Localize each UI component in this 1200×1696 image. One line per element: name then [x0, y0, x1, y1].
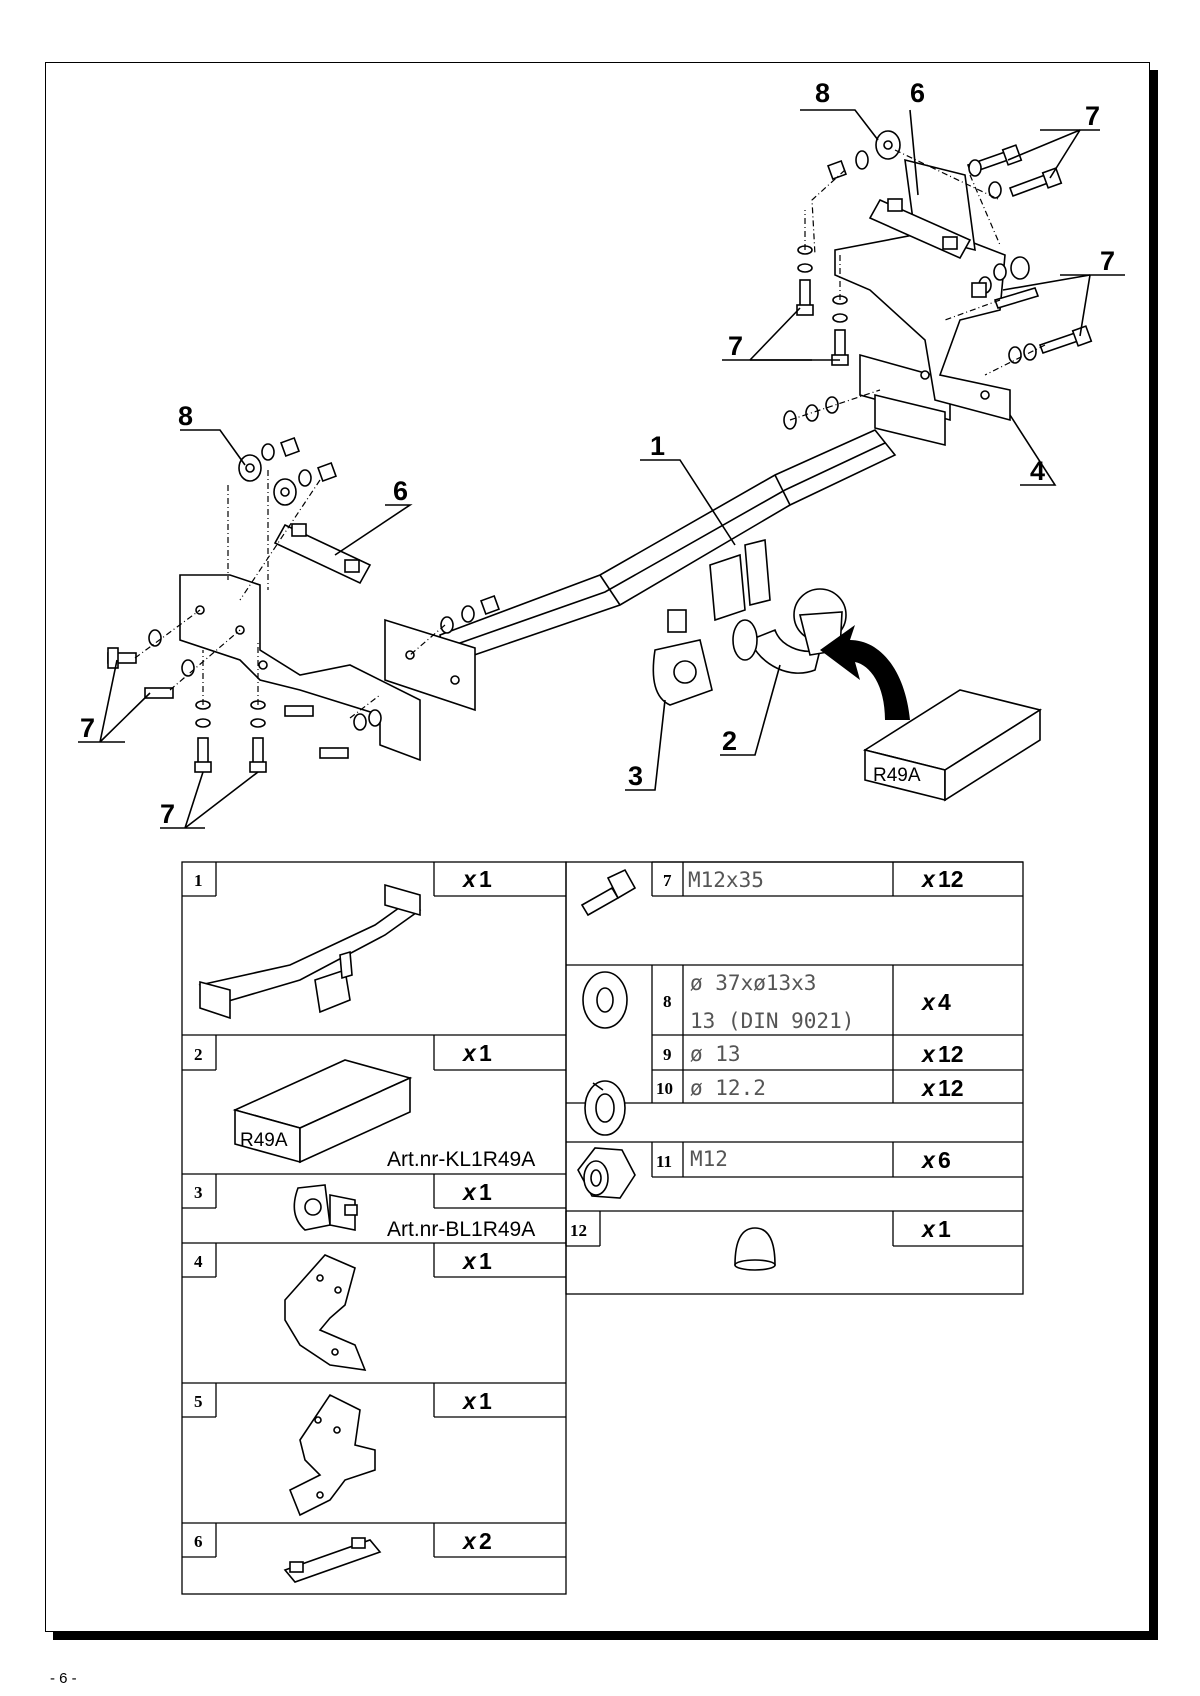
fasteners-upper-right [827, 130, 1093, 364]
thumb-box-label: R49A [240, 1130, 288, 1151]
frame-shadow-right [1150, 70, 1158, 1640]
row-12-x: x [920, 1216, 936, 1242]
row-2-qty: 1 [479, 1040, 492, 1066]
row-12-number: 12 [570, 1221, 587, 1240]
callout-6-right: 6 [910, 78, 925, 108]
assembly-lines [134, 149, 1046, 719]
callout-numbers: 8 6 7 7 7 4 1 8 6 7 7 3 2 [80, 78, 1115, 829]
left-cell-frames [182, 862, 566, 1558]
row-7-x: x [920, 866, 936, 892]
row-10-x: x [920, 1075, 936, 1101]
page-frame [45, 62, 1150, 1632]
curved-arrow-icon [820, 625, 910, 720]
box-label-text: R49A [873, 765, 921, 786]
row-4-x: x [461, 1248, 477, 1274]
left-plate-part-6 [273, 523, 372, 585]
row-10-qty: 12 [938, 1075, 964, 1101]
row-11-number: 11 [656, 1152, 672, 1171]
row-1-x: x [461, 866, 477, 892]
thumb-socket-plate [293, 1184, 358, 1231]
left-bracket-part-5 [179, 574, 421, 762]
row-11-x: x [920, 1147, 936, 1173]
row-7-number: 7 [663, 871, 672, 890]
callout-6-left: 6 [393, 476, 408, 506]
row-12-qty: 1 [938, 1216, 951, 1242]
row-4-qty: 1 [479, 1248, 492, 1274]
row-7-qty: 12 [938, 866, 964, 892]
parts-table: 1 x 1 2 x 1 Art.nr-KL1R49A 3 x 1 Art.nr-… [181, 861, 1024, 1595]
callout-2: 2 [722, 726, 737, 756]
thumb-crossbar [198, 883, 422, 1020]
thumb-bracket-5 [288, 1393, 376, 1517]
callout-7-center: 7 [728, 331, 743, 361]
callout-4: 4 [1030, 456, 1045, 486]
row-10-spec: ø 12.2 [690, 1076, 766, 1100]
crossbar-part-1 [384, 353, 951, 712]
callout-7-left: 7 [80, 713, 95, 743]
row-6-qty: 2 [479, 1528, 492, 1554]
row-8-spec-line1: ø 37xø13x3 [690, 971, 816, 995]
nut-icon [577, 1147, 636, 1199]
callout-8-right: 8 [815, 78, 830, 108]
callout-3: 3 [628, 761, 643, 791]
row-9-number: 9 [663, 1045, 672, 1064]
row-3-qty: 1 [479, 1179, 492, 1205]
row-8-qty: 4 [938, 989, 951, 1015]
row-3-article: Art.nr-BL1R49A [387, 1218, 535, 1241]
callout-leaders [78, 109, 1125, 829]
thumb-bracket-4 [284, 1254, 367, 1371]
bolt-icon [580, 868, 637, 917]
row-5-x: x [461, 1388, 477, 1414]
callout-7-upper-right: 7 [1085, 101, 1100, 131]
callout-7-lower-left: 7 [160, 799, 175, 829]
row-6-x: x [461, 1528, 477, 1554]
row-9-x: x [920, 1041, 936, 1067]
row-4-number: 4 [194, 1252, 203, 1271]
row-11-spec: M12 [690, 1147, 728, 1171]
row-3-number: 3 [194, 1183, 203, 1202]
spring-washer-icon [584, 1080, 626, 1136]
callout-8-left: 8 [178, 401, 193, 431]
thumb-r49a-box: R49A [232, 1059, 413, 1164]
right-plate-part-6 [868, 198, 972, 260]
washer-icon [582, 971, 628, 1029]
row-8-number: 8 [663, 992, 672, 1011]
row-5-qty: 1 [479, 1388, 492, 1414]
callout-1: 1 [650, 431, 665, 461]
r49a-box: R49A [862, 689, 1043, 802]
callout-7-mid-right: 7 [1100, 246, 1115, 276]
thumb-plate-6 [283, 1537, 382, 1583]
row-6-number: 6 [194, 1532, 203, 1551]
tow-ball-cap-icon [734, 1227, 776, 1271]
row-8-spec-line2: 13 (DIN 9021) [690, 1009, 854, 1033]
row-1-number: 1 [194, 871, 203, 890]
row-2-article: Art.nr-KL1R49A [387, 1148, 535, 1171]
row-1-qty: 1 [479, 866, 492, 892]
page-number: - 6 - [50, 1670, 77, 1687]
row-5-number: 5 [194, 1392, 203, 1411]
row-9-spec: ø 13 [690, 1042, 741, 1066]
exploded-view: R49A [78, 78, 1125, 829]
row-2-x: x [461, 1040, 477, 1066]
row-10-number: 10 [656, 1079, 673, 1098]
socket-plate-part-3 [652, 609, 713, 706]
row-9-qty: 12 [938, 1041, 964, 1067]
row-11-qty: 6 [938, 1147, 951, 1173]
row-3-x: x [461, 1179, 477, 1205]
row-7-spec: M12x35 [688, 868, 764, 892]
fasteners-left [107, 437, 500, 773]
frame-shadow-bottom [53, 1632, 1158, 1640]
row-8-x: x [920, 989, 936, 1015]
row-2-number: 2 [194, 1045, 203, 1064]
